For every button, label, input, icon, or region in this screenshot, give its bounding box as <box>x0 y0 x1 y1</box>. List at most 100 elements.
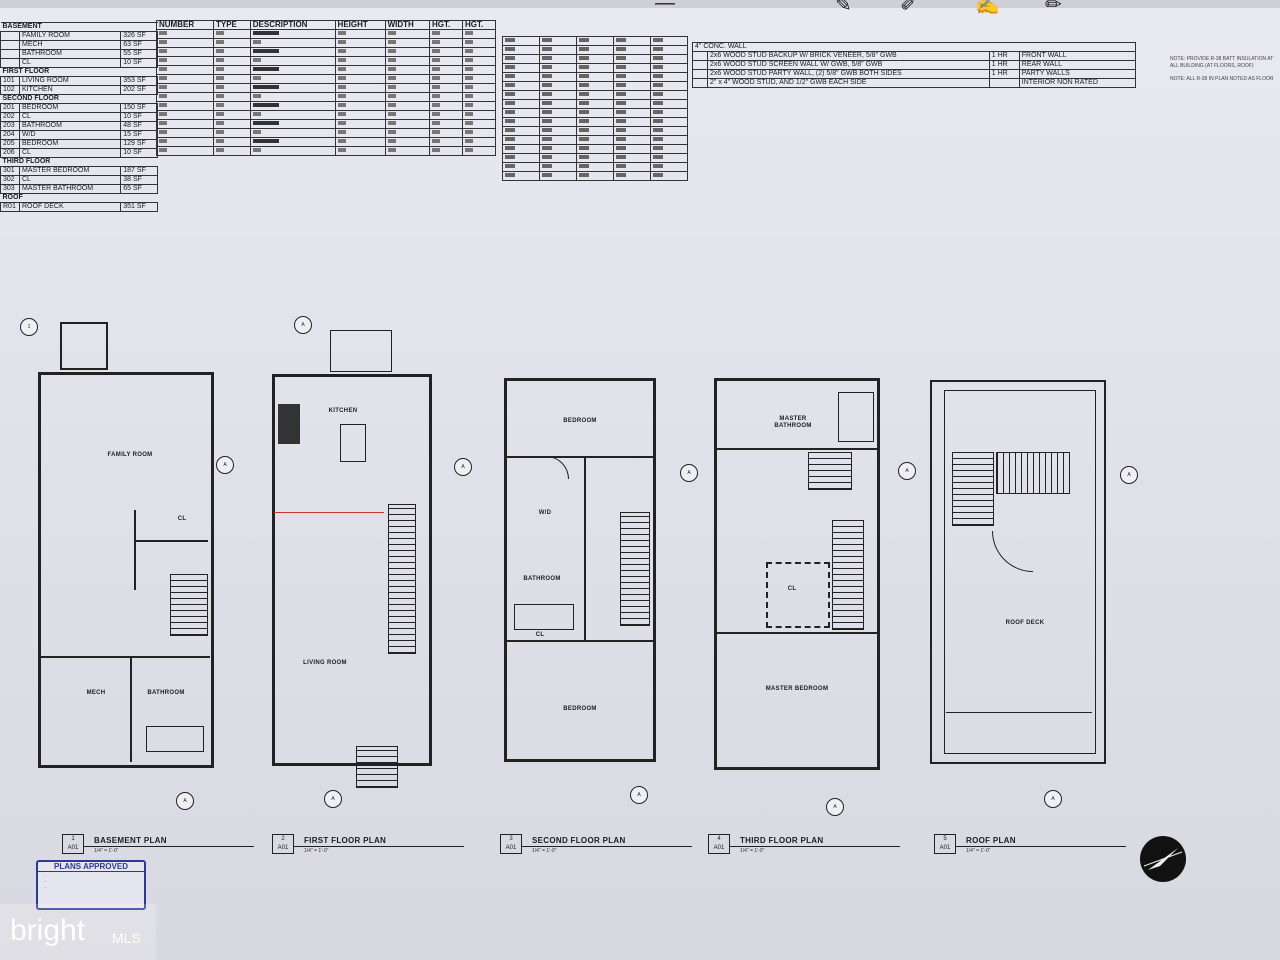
table-cell <box>249 137 336 147</box>
section-tag: A <box>216 456 234 474</box>
edit-icon[interactable]: ✏ <box>1045 0 1062 16</box>
table-cell <box>384 92 430 102</box>
table-cell <box>156 101 214 111</box>
table-cell <box>249 83 336 93</box>
partition <box>40 656 210 658</box>
plan-title: BASEMENT PLAN <box>94 836 167 845</box>
section-tag: A <box>826 798 844 816</box>
table-cell <box>576 153 614 163</box>
table-cell: 2x6 WOOD STUD SCREEN WALL W/ GWB, 5/8" G… <box>707 60 990 70</box>
partition <box>136 540 208 542</box>
sign-icon[interactable]: ✍ <box>975 0 1000 16</box>
table-cell: PARTY WALLS <box>1018 69 1137 79</box>
table-cell <box>613 171 651 181</box>
table-cell <box>576 54 614 64</box>
room-label-living: LIVING ROOM <box>303 660 347 666</box>
table-cell <box>502 171 540 181</box>
table-row <box>156 56 497 66</box>
table-cell <box>334 83 386 93</box>
table-cell <box>384 38 430 48</box>
table-cell: 202 <box>0 112 20 122</box>
ellipsis-icon[interactable]: — <box>655 0 675 14</box>
table-cell <box>650 63 688 73</box>
pen-icon[interactable]: ✐ <box>900 0 917 16</box>
table-row <box>156 47 497 57</box>
table-cell <box>212 29 251 39</box>
table-cell <box>384 65 430 75</box>
table-cell: 101 <box>0 76 20 86</box>
plan-number: 2 <box>281 836 285 842</box>
partition <box>130 658 132 762</box>
partition <box>716 448 878 450</box>
table-cell: BEDROOM <box>18 103 122 113</box>
sheet-number: A01 <box>939 845 951 851</box>
viewer-toolbar: — ✎ ✐ ✍ ✏ <box>0 0 1280 16</box>
table-cell <box>650 108 688 118</box>
table-cell <box>576 126 614 136</box>
table-cell <box>334 47 386 57</box>
section-tag: A <box>898 462 916 480</box>
comment-icon[interactable]: ✎ <box>835 0 852 16</box>
table-cell <box>650 90 688 100</box>
table-cell <box>502 36 540 46</box>
title-underline <box>522 846 692 847</box>
table-cell <box>576 117 614 127</box>
table-cell <box>461 137 497 147</box>
table-cell: BATHROOM <box>18 49 122 59</box>
second-floor-outline <box>504 378 656 762</box>
watermark-brand: bright <box>10 914 86 947</box>
table-cell <box>334 74 386 84</box>
third-floor-stair <box>832 520 864 630</box>
table-cell <box>650 144 688 154</box>
table-row <box>156 92 497 102</box>
room-label-master-bed: MASTER BEDROOM <box>765 686 829 692</box>
table-cell <box>461 101 497 111</box>
table-row <box>502 81 688 91</box>
cut-line <box>274 512 384 513</box>
table-cell <box>384 119 430 129</box>
table-cell <box>539 45 577 55</box>
table-cell: FAMILY ROOM <box>18 31 122 41</box>
table-cell <box>613 36 651 46</box>
table-cell: CL <box>18 112 122 122</box>
note-line: NOTE: ALL R-38 IN PLAN NOTED AS FLOOR <box>1170 76 1274 82</box>
table-cell <box>650 99 688 109</box>
table-cell <box>461 83 497 93</box>
table-cell <box>212 65 251 75</box>
table-cell: FRONT WALL <box>1018 51 1137 61</box>
table-cell <box>539 108 577 118</box>
table-cell: 10 SF <box>120 112 158 122</box>
section-tag: A <box>324 790 342 808</box>
table-cell <box>249 47 336 57</box>
table-cell <box>212 146 251 156</box>
table-cell <box>428 146 463 156</box>
table-cell <box>384 74 430 84</box>
section-tag: A <box>680 464 698 482</box>
table-cell: 351 SF <box>120 202 158 212</box>
table-cell <box>212 47 251 57</box>
table-row <box>156 119 497 129</box>
table-row <box>502 162 688 172</box>
table-cell: 63 SF <box>120 40 158 50</box>
schedule-section-row: THIRD FLOOR <box>0 157 158 167</box>
table-cell <box>650 36 688 46</box>
table-cell <box>539 54 577 64</box>
table-cell <box>613 108 651 118</box>
table-cell <box>613 153 651 163</box>
table-cell <box>156 137 214 147</box>
table-row <box>502 126 688 136</box>
table-cell <box>212 74 251 84</box>
table-cell: 353 SF <box>120 76 158 86</box>
table-cell <box>428 128 463 138</box>
table-cell <box>249 101 336 111</box>
table-row <box>156 74 497 84</box>
table-cell: 204 <box>0 130 20 140</box>
column-header: DESCRIPTION <box>249 20 336 30</box>
